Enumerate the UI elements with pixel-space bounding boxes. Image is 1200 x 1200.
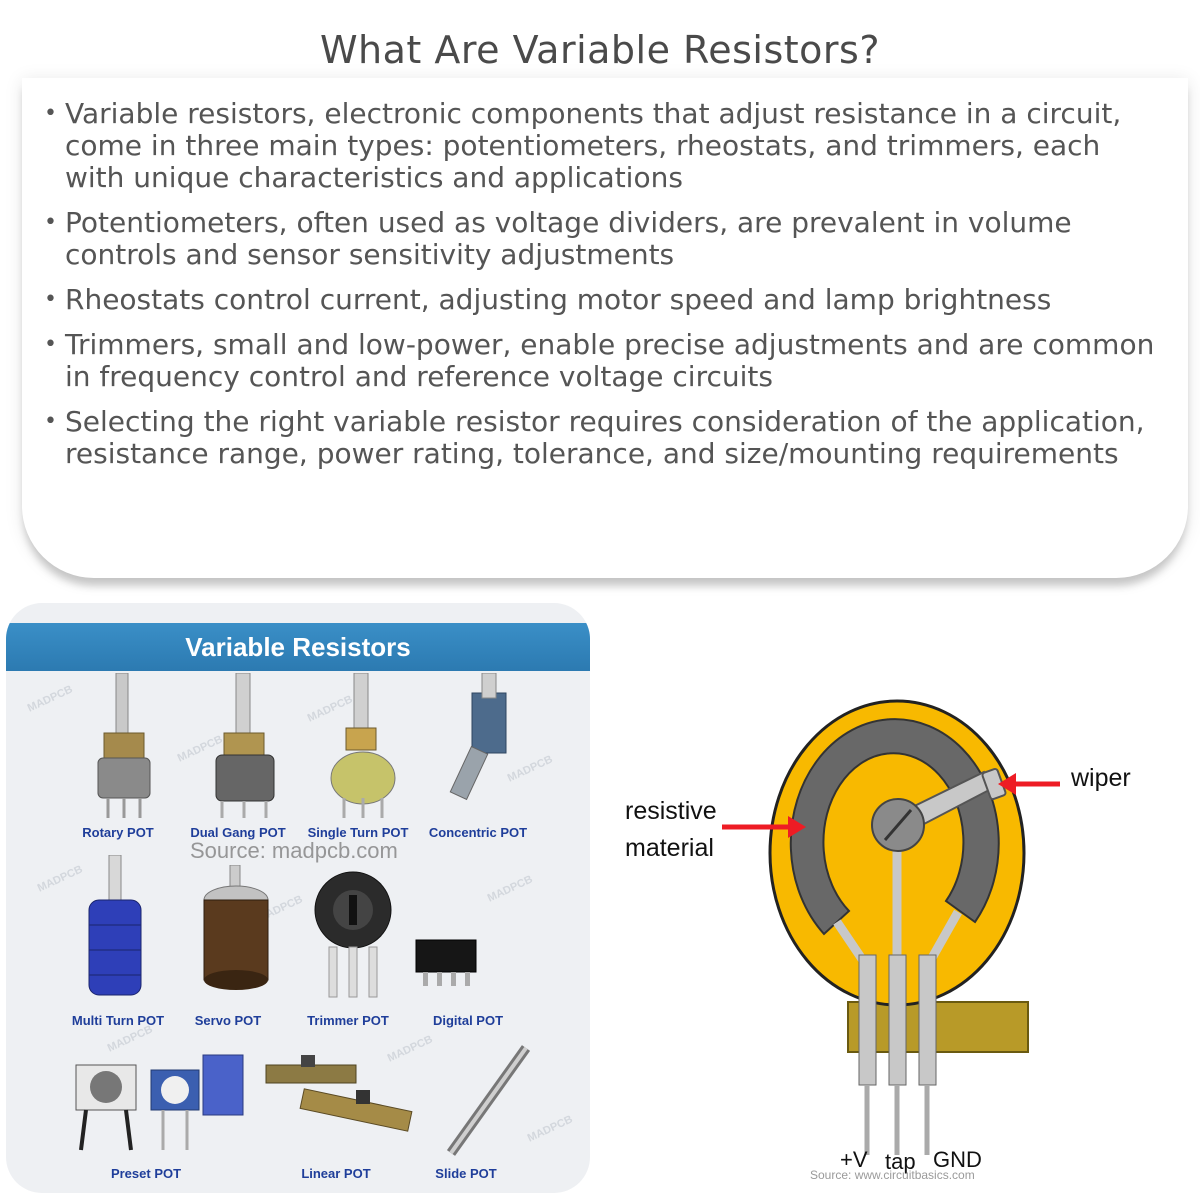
slide-pot-image <box>446 1045 531 1156</box>
photo-source: Source: madpcb.com <box>190 838 398 863</box>
dual-gang-pot-image <box>215 673 275 818</box>
photo-banner: Variable Resistors <box>6 623 590 671</box>
trimmer-pot-image <box>314 871 392 998</box>
pin-vplus <box>858 954 877 1086</box>
watermark: MADPCB <box>485 873 535 905</box>
pin-gnd <box>918 954 937 1086</box>
component-label: Slide POT <box>435 1166 497 1181</box>
label-gnd: GND <box>933 1147 982 1172</box>
component-label: Single Turn POT <box>307 825 409 840</box>
label-vplus: +V <box>840 1147 868 1172</box>
digital-pot-image <box>415 939 477 986</box>
pot-base <box>847 1001 1029 1053</box>
diagram-source: Source: www.circuitbasics.com <box>810 1168 975 1182</box>
component-label: Trimmer POT <box>307 1013 389 1028</box>
pin-tap <box>888 954 907 1086</box>
concentric-pot-image <box>449 673 507 801</box>
page-title: What Are Variable Resistors? <box>319 28 881 72</box>
watermark: MADPCB <box>25 683 75 715</box>
label-material: material <box>625 834 714 862</box>
component-label: Linear POT <box>301 1166 371 1181</box>
rotary-pot-image <box>97 673 151 818</box>
label-tap: tap <box>885 1149 916 1174</box>
component-label: Concentric POT <box>428 825 528 840</box>
resistive-track <box>789 718 1000 936</box>
component-label: Dual Gang POT <box>190 825 286 840</box>
bullet-item: Selecting the right variable resistor re… <box>44 406 1164 470</box>
bullet-item: Potentiometers, often used as voltage di… <box>44 207 1164 271</box>
linear-pot-image <box>265 1055 413 1132</box>
component-label: Preset POT <box>110 1166 182 1181</box>
preset-pot-image <box>75 1054 244 1151</box>
bullet-list: Variable resistors, electronic component… <box>44 98 1164 483</box>
bullet-item: Trimmers, small and low-power, enable pr… <box>44 329 1164 393</box>
label-wiper: wiper <box>1071 764 1131 792</box>
component-label: Multi Turn POT <box>71 1013 165 1028</box>
bullet-item: Rheostats control current, adjusting mot… <box>44 284 1164 317</box>
bullet-item: Variable resistors, electronic component… <box>44 98 1164 194</box>
variable-resistors-photo: Variable Resistors MADPCB MADPCB MADPCB … <box>6 603 590 1193</box>
single-turn-pot-image <box>330 673 396 818</box>
component-label: Rotary POT <box>82 825 154 840</box>
multi-turn-pot-image <box>88 855 142 996</box>
potentiometer-diagram: resistive material wiper +V tap GND Sour… <box>600 610 1200 1200</box>
watermark: MADPCB <box>35 863 85 895</box>
component-label: Servo POT <box>194 1013 262 1028</box>
servo-pot-image <box>203 865 269 990</box>
label-resistive: resistive <box>625 797 717 825</box>
component-label: Digital POT <box>432 1013 504 1028</box>
